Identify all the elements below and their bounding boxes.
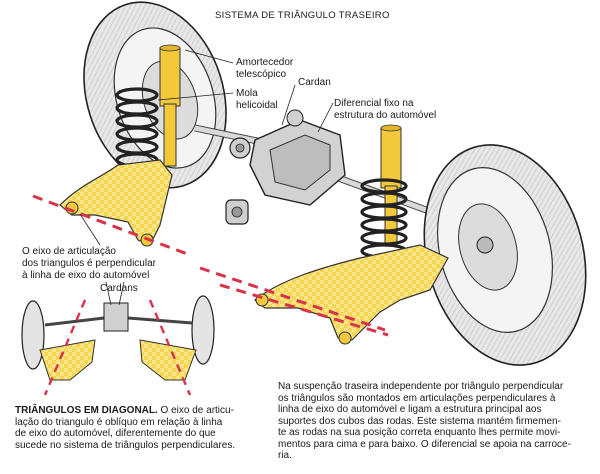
right-triangle-arm [254, 244, 449, 345]
label-mola: Mola helicoidal [236, 88, 278, 111]
right-shock-absorber [380, 124, 402, 247]
diagram-title: SISTEMA DE TRIÂNGULO TRASEIRO [215, 10, 390, 21]
caption-diagonal: TRIÂNGULOS EM DIAGONAL. O eixo de articu… [15, 405, 265, 451]
caption-diagonal-heading: TRIÂNGULOS EM DIAGONAL. [15, 405, 158, 416]
caption-diagonal-text: O eixo de articu- lação do triangulo é o… [15, 405, 236, 451]
left-shock-absorber [159, 44, 181, 167]
right-coil-spring [360, 178, 408, 259]
left-triangle-arm [59, 159, 173, 247]
caption-main: Na suspenção traseira independente por t… [278, 381, 571, 461]
label-cardans: Cardans [100, 283, 138, 294]
label-eixo-articulacao: O eixo de articulação dos triangulos é p… [22, 246, 156, 281]
pivot-axis-lines [32, 194, 389, 337]
label-amortecedor: Amortecedor telescópico [236, 57, 294, 80]
label-cardan: Cardan [298, 77, 331, 88]
differential [225, 109, 346, 225]
leader-lines [79, 49, 334, 246]
label-diferencial: Diferencial fixo na estrutura do automóv… [334, 98, 437, 121]
inset-diagonal-diagram [21, 281, 215, 396]
